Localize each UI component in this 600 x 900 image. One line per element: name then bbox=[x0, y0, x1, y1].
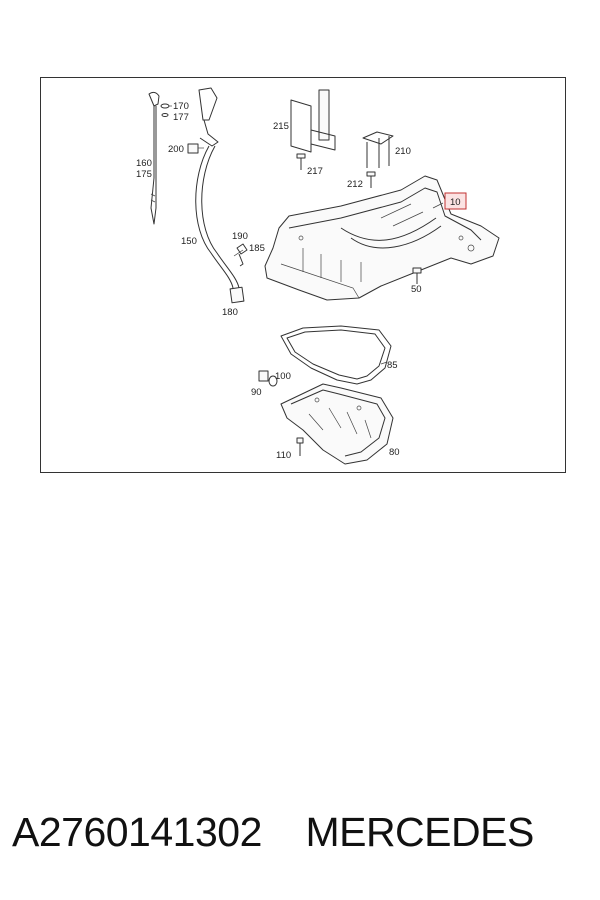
drain-plug bbox=[258, 370, 278, 387]
callout-170: 170 bbox=[173, 101, 189, 112]
callout-215: 215 bbox=[273, 121, 289, 132]
bolt-200 bbox=[187, 143, 204, 154]
callout-100: 100 bbox=[275, 371, 291, 382]
bracket-210 bbox=[362, 131, 394, 188]
gasket-85 bbox=[280, 325, 392, 385]
callout-180: 180 bbox=[222, 307, 238, 318]
callout-80: 80 bbox=[389, 447, 400, 458]
part-number: A2760141302 bbox=[12, 809, 262, 855]
part-caption: A2760141302 MERCEDES bbox=[12, 802, 592, 862]
bolt-110 bbox=[296, 437, 304, 456]
dipstick bbox=[148, 91, 160, 225]
callout-177: 177 bbox=[173, 112, 189, 123]
callout-185: 185 bbox=[249, 243, 265, 254]
callout-190: 190 bbox=[232, 231, 248, 242]
brand-name: MERCEDES bbox=[305, 809, 534, 855]
callout-210: 210 bbox=[395, 146, 411, 157]
bolt-50 bbox=[412, 267, 422, 284]
callout-150: 150 bbox=[181, 236, 197, 247]
callout-200: 200 bbox=[168, 144, 184, 155]
diagram-frame: 170 177 160 175 200 150 190 185 180 215 … bbox=[40, 77, 566, 473]
callout-10: 10 bbox=[450, 197, 461, 208]
callout-110: 110 bbox=[276, 450, 291, 461]
callout-217: 217 bbox=[307, 166, 323, 177]
callout-10-highlight bbox=[444, 192, 467, 210]
guide-tube bbox=[195, 87, 245, 304]
parts-diagram: 170 177 160 175 200 150 190 185 180 215 … bbox=[136, 87, 500, 465]
callout-85: 85 bbox=[387, 360, 398, 371]
callout-50: 50 bbox=[411, 284, 422, 295]
leader-lines bbox=[233, 202, 444, 365]
callout-212: 212 bbox=[347, 179, 363, 190]
lower-oil-pan bbox=[280, 383, 394, 465]
callout-175: 175 bbox=[136, 169, 152, 180]
callout-90: 90 bbox=[251, 387, 262, 398]
seal-ring bbox=[160, 103, 172, 117]
upper-oil-pan bbox=[264, 175, 500, 301]
callout-160: 160 bbox=[136, 158, 152, 169]
bracket-215 bbox=[290, 89, 336, 170]
clip-190 bbox=[236, 243, 248, 267]
